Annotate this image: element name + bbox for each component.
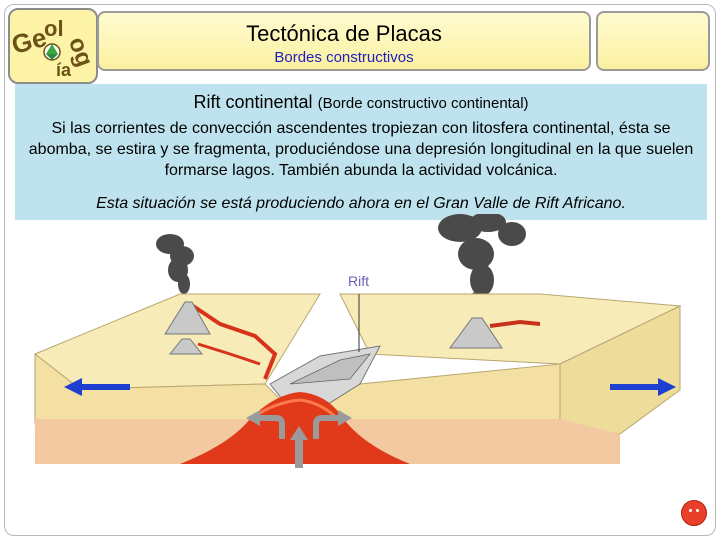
page-title: Tectónica de Placas	[246, 21, 442, 46]
plate-arrow-left	[80, 384, 130, 390]
convection-arrowhead-left	[246, 410, 260, 426]
page-subtitle: Bordes constructivos	[274, 49, 414, 66]
svg-text:ol: ol	[44, 16, 64, 41]
info-heading-paren: (Borde constructivo continental)	[317, 95, 529, 112]
title-box: Tectónica de Placas Bordes constructivos	[97, 11, 591, 71]
plate-arrow-right	[610, 384, 660, 390]
convection-arrowhead-right	[338, 410, 352, 426]
info-note-text: Esta situación se está produciendo ahora…	[96, 195, 626, 212]
info-heading: Rift continental (Borde constructivo con…	[15, 92, 707, 113]
magma-conduit-left-lower	[197, 342, 261, 366]
magma-conduit-right	[489, 319, 541, 328]
smiley-nav-icon[interactable]	[681, 500, 707, 526]
smoke-plume-left	[156, 234, 194, 294]
plate-arrowhead-right	[658, 378, 676, 396]
rift-diagram	[34, 214, 682, 468]
rift-graben-block	[289, 353, 371, 385]
smiley-eye-left	[689, 509, 692, 512]
smiley-eye-right	[696, 509, 699, 512]
volcano-left-lower	[168, 338, 204, 355]
volcano-right	[449, 317, 503, 349]
info-body-text: Si las corrientes de convección ascenden…	[28, 120, 694, 179]
left-plate-top	[34, 293, 321, 390]
logo-image: Ge ol og ía	[10, 16, 96, 80]
rift-label: Rift	[348, 273, 369, 289]
plate-arrowhead-left	[64, 378, 82, 396]
geologia-logo[interactable]: Ge ol og ía	[8, 8, 98, 84]
svg-text:ía: ía	[56, 60, 72, 80]
convection-arrowhead-up	[290, 426, 308, 440]
side-button[interactable]	[596, 11, 710, 71]
convection-arrow-left	[258, 415, 285, 439]
convection-arrow-right	[313, 415, 340, 439]
info-panel: Rift continental (Borde constructivo con…	[15, 84, 707, 220]
magma-glow	[249, 398, 340, 421]
magma-plume	[180, 392, 410, 464]
smoke-plume-right	[438, 214, 526, 316]
magma-conduit-left	[188, 302, 278, 380]
convection-arrow-up	[295, 438, 303, 468]
info-heading-title: Rift continental	[193, 92, 313, 112]
volcano-left-upper	[164, 301, 211, 335]
